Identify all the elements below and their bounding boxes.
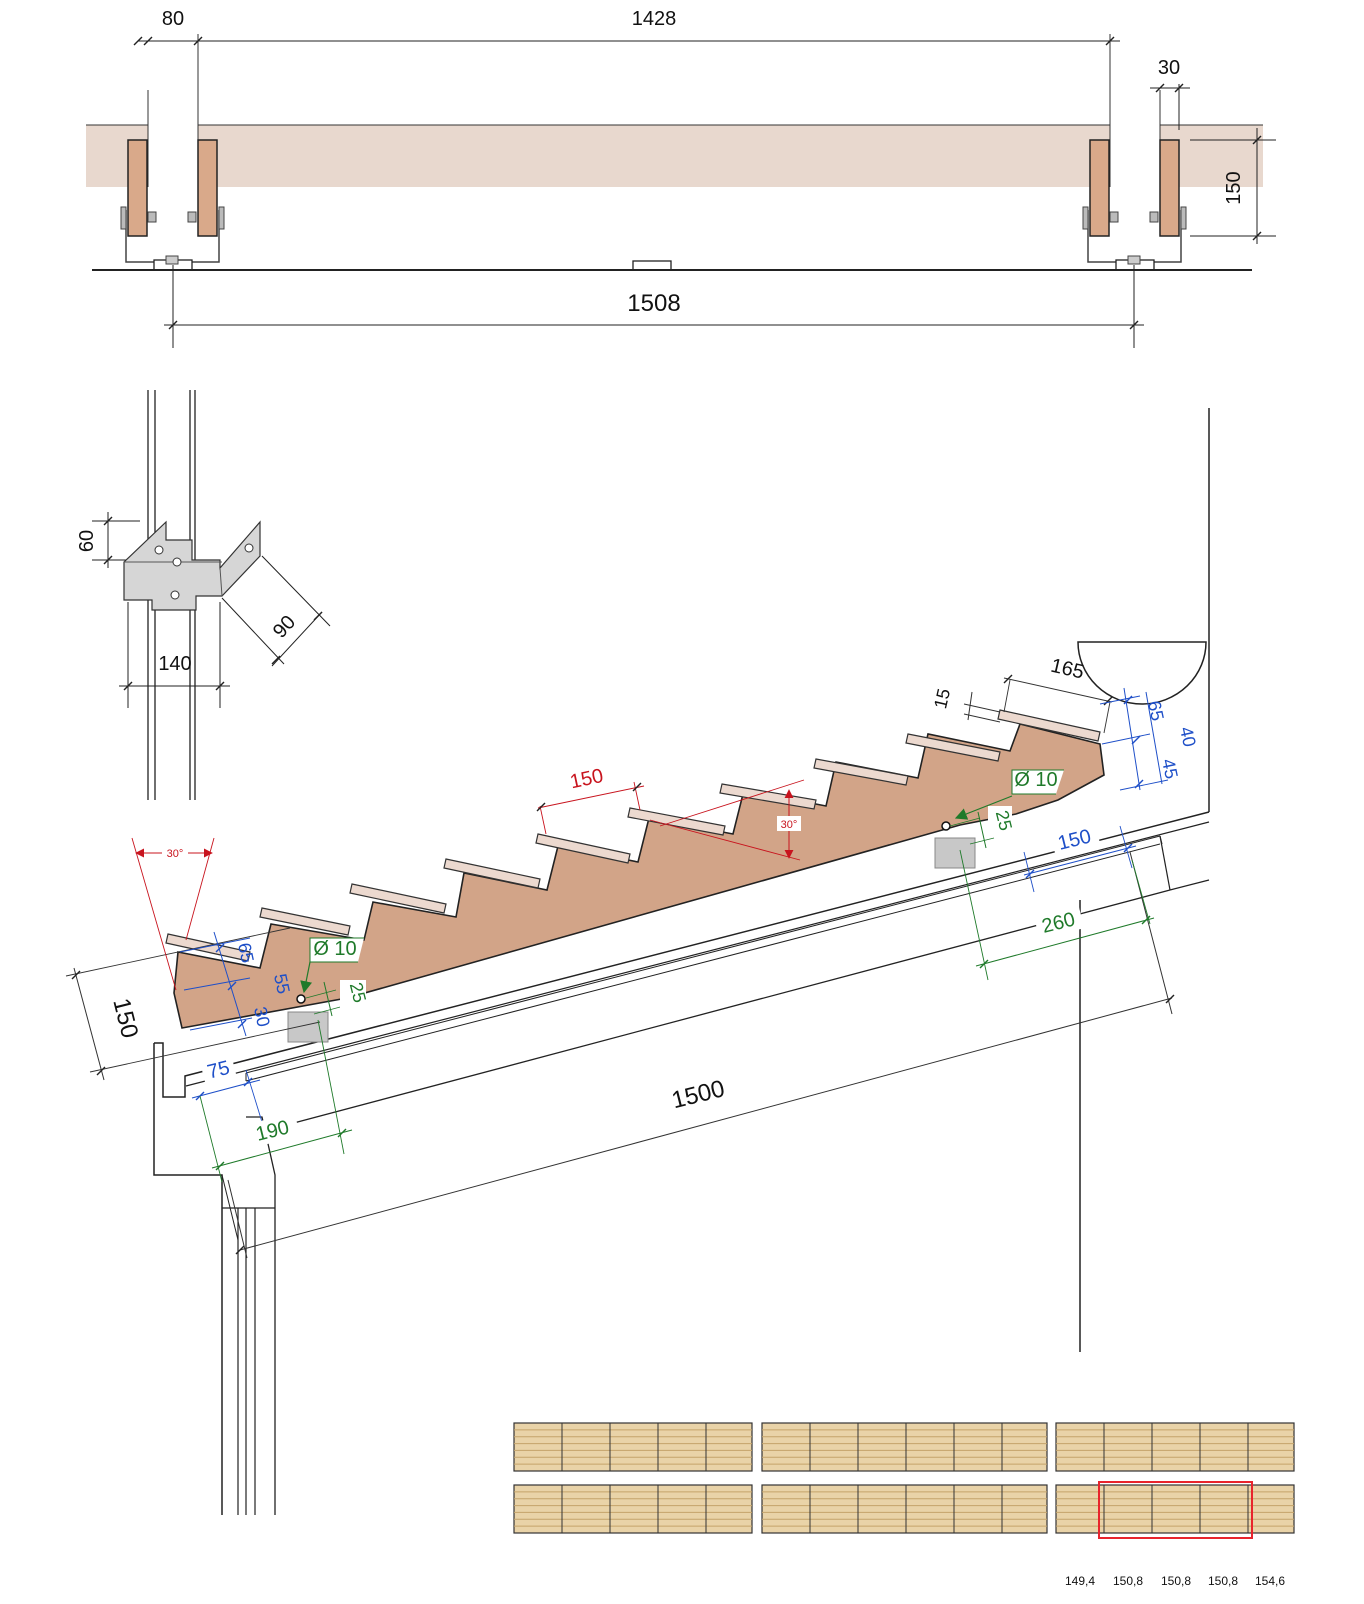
dim-total-1500: 1500 — [669, 1075, 727, 1114]
deck-layout — [513, 1422, 1295, 1534]
deck-panel — [513, 1422, 753, 1472]
spacing-label: 150,8 — [1113, 1574, 1143, 1588]
deck-panel — [513, 1484, 753, 1534]
dim-140: 140 — [158, 653, 191, 675]
dim-150-plan: 150 — [1223, 171, 1245, 204]
hole-diameter-right: Ø 10 — [1014, 769, 1057, 791]
dim-left-55: 55 — [270, 972, 294, 996]
plan-beam-middle — [198, 125, 1110, 187]
dim-190: 190 — [254, 1116, 292, 1145]
bolt-hole — [296, 994, 306, 1004]
edge-dist-right: 25 — [992, 808, 1016, 832]
deck-panel — [1055, 1484, 1295, 1534]
plan-stringer — [1089, 139, 1110, 237]
dim-right-45: 45 — [1158, 757, 1182, 781]
angle-bracket — [123, 520, 261, 611]
spacing-label: 150,8 — [1208, 1574, 1238, 1588]
handrail-profile — [1077, 641, 1207, 705]
dim-90: 90 — [269, 611, 300, 642]
dim-1428: 1428 — [632, 8, 677, 30]
support-block — [287, 1011, 329, 1043]
support-block — [934, 837, 976, 869]
dim-riser-red: 150 — [568, 765, 605, 793]
dim-tread-thickness: 15 — [930, 687, 954, 711]
bolt-hole — [941, 821, 951, 831]
dim-right-65: 65 — [1144, 699, 1168, 723]
dim-80: 80 — [162, 8, 184, 30]
section-view: 150 1500 165 15 150 30° — [65, 408, 1210, 1515]
edge-dist-left: 25 — [346, 980, 370, 1004]
dim-right-40: 40 — [1176, 725, 1200, 749]
stair-treads — [165, 709, 1101, 962]
dim-1508: 1508 — [627, 290, 680, 317]
concrete-slab — [154, 811, 1210, 1098]
dim-75: 75 — [205, 1057, 232, 1084]
angle-mid: 30° — [781, 819, 798, 831]
deck-panel — [1055, 1422, 1295, 1472]
dim-60: 60 — [76, 530, 98, 552]
plan-stringer — [1159, 139, 1180, 237]
dim-30: 30 — [1158, 57, 1180, 79]
dim-stringer-depth: 150 — [107, 995, 143, 1040]
plan-stringer — [197, 139, 218, 237]
spacing-label: 150,8 — [1161, 1574, 1191, 1588]
dim-left-30: 30 — [250, 1005, 274, 1029]
dim-left-65: 65 — [234, 941, 258, 965]
highlight-box — [1098, 1481, 1253, 1539]
angle-left: 30° — [167, 848, 184, 860]
dim-260: 260 — [1040, 908, 1078, 937]
hole-diameter-left: Ø 10 — [313, 938, 356, 960]
spacing-label: 149,4 — [1065, 1574, 1095, 1588]
bracket-detail: 60 140 90 — [76, 390, 331, 800]
deck-spacing-labels: 149,4 150,8 150,8 150,8 154,6 — [1065, 1574, 1285, 1588]
spacing-label: 154,6 — [1255, 1574, 1285, 1588]
stair-stringer — [173, 723, 1105, 1029]
plan-view: 80 1428 30 150 1508 — [86, 8, 1276, 348]
plan-stringer — [127, 139, 148, 237]
